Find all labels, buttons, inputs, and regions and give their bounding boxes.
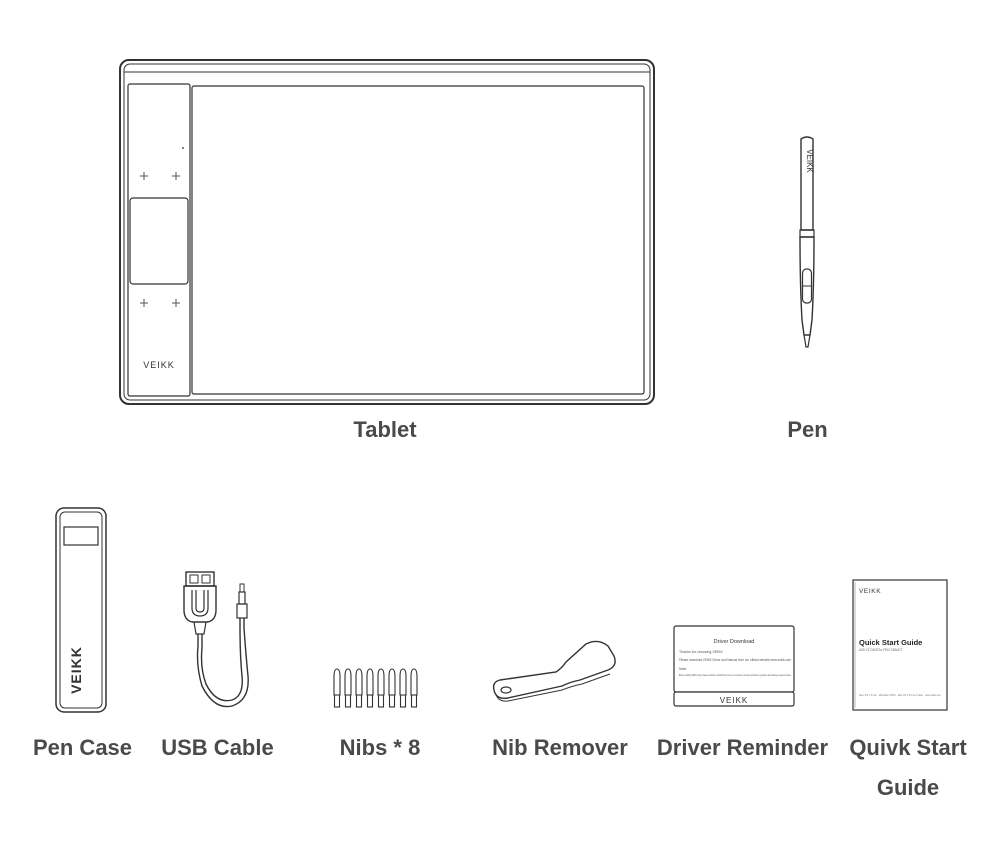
pen-label: Pen (787, 417, 828, 442)
pen-case-illustration: VEIKK (55, 507, 107, 713)
driver-reminder-label: Driver Reminder (656, 735, 829, 760)
driver-card-text: Please download VEIKK Driver and Manual … (679, 658, 791, 662)
tablet-label: Tablet (353, 417, 417, 442)
nibs-illustration (333, 668, 418, 708)
tablet-brand-logo: VEIKK (143, 360, 175, 370)
driver-card-greeting: Thanks for choosing VEIKK (679, 650, 724, 654)
driver-card-brand-logo: VEIKK (720, 696, 749, 705)
nib-remover-label: Nib Remover (492, 735, 628, 760)
guide-title: Quick Start Guide (859, 638, 922, 647)
driver-card-note-title: Note: (679, 667, 687, 671)
guide-brand-logo: VEIKK (859, 588, 881, 595)
pen-case-brand-logo: VEIKK (68, 646, 84, 694)
guide-footer: Size: 8.5 x 4 inch · Windows 7/8/10 · Ma… (859, 693, 941, 697)
usb-cable-label: USB Cable (161, 735, 274, 760)
nib-remover-illustration (492, 640, 616, 702)
nibs-label: Nibs * 8 (339, 735, 421, 760)
pen-illustration: VEIKK (799, 136, 815, 348)
quick-start-guide-illustration: VEIKK Quick Start Guide A30 V2 DIGITAL P… (852, 579, 948, 711)
driver-card-title: Driver Download (714, 639, 755, 645)
tablet-illustration: VEIKK (119, 59, 655, 405)
quick-start-guide-label: Quivk Start Guide (849, 735, 967, 800)
pen-brand-logo: VEIKK (805, 149, 814, 173)
pen-case-label: Pen Case (32, 735, 133, 760)
driver-reminder-illustration: Driver Download Thanks for choosing VEIK… (673, 625, 795, 707)
guide-subtitle: A30 V2 DIGITAL PEN TABLET (859, 648, 903, 652)
usb-cable-illustration (183, 571, 249, 708)
driver-card-note-text: Before installing VEIKK driver, please u… (679, 673, 791, 677)
